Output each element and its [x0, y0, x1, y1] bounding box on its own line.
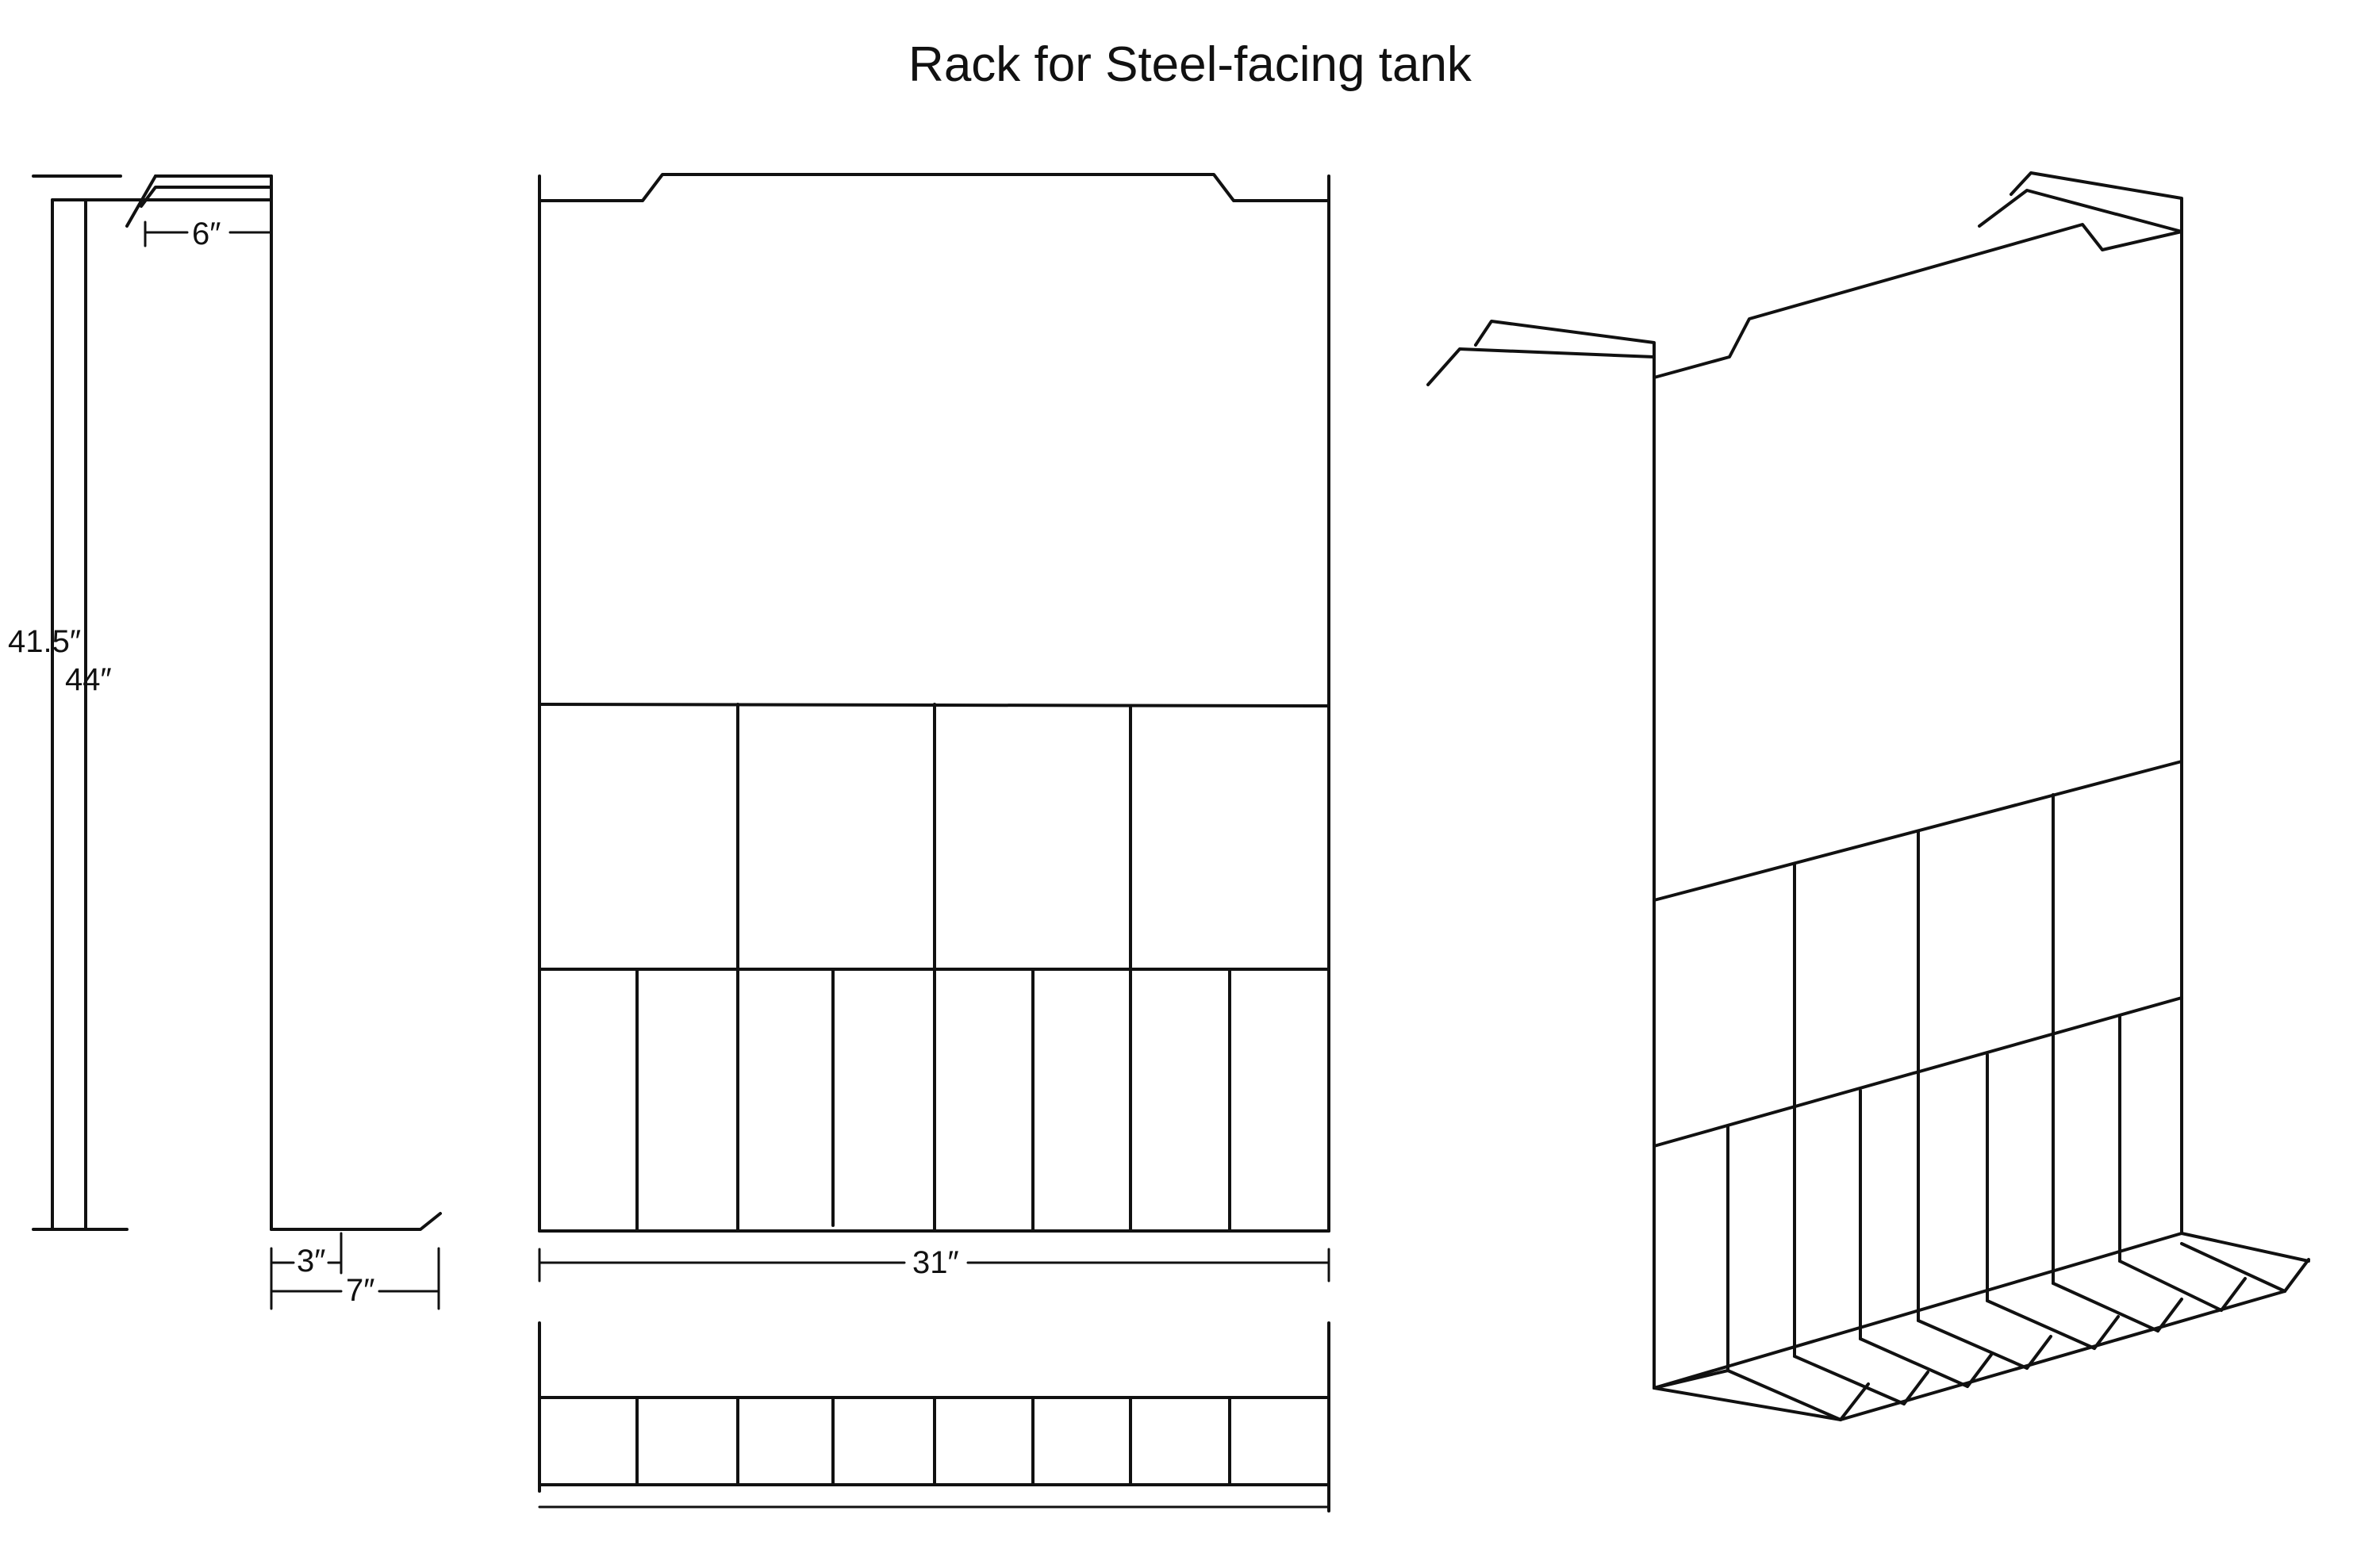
- height-inner-label: 44″: [65, 662, 112, 697]
- width-label: 31″: [912, 1245, 959, 1280]
- diagram-title: Rack for Steel-facing tank: [908, 37, 1472, 92]
- side-view: [32, 174, 442, 1310]
- top-hook-label: 6″: [192, 217, 221, 251]
- isometric-view: [1426, 171, 2310, 1421]
- front-view: [538, 173, 1330, 1283]
- plan-view: [538, 1321, 1330, 1513]
- foot-short-label: 3″: [297, 1244, 325, 1279]
- foot-long-label: 7″: [346, 1273, 374, 1308]
- height-outer-label: 41.5″: [8, 624, 81, 659]
